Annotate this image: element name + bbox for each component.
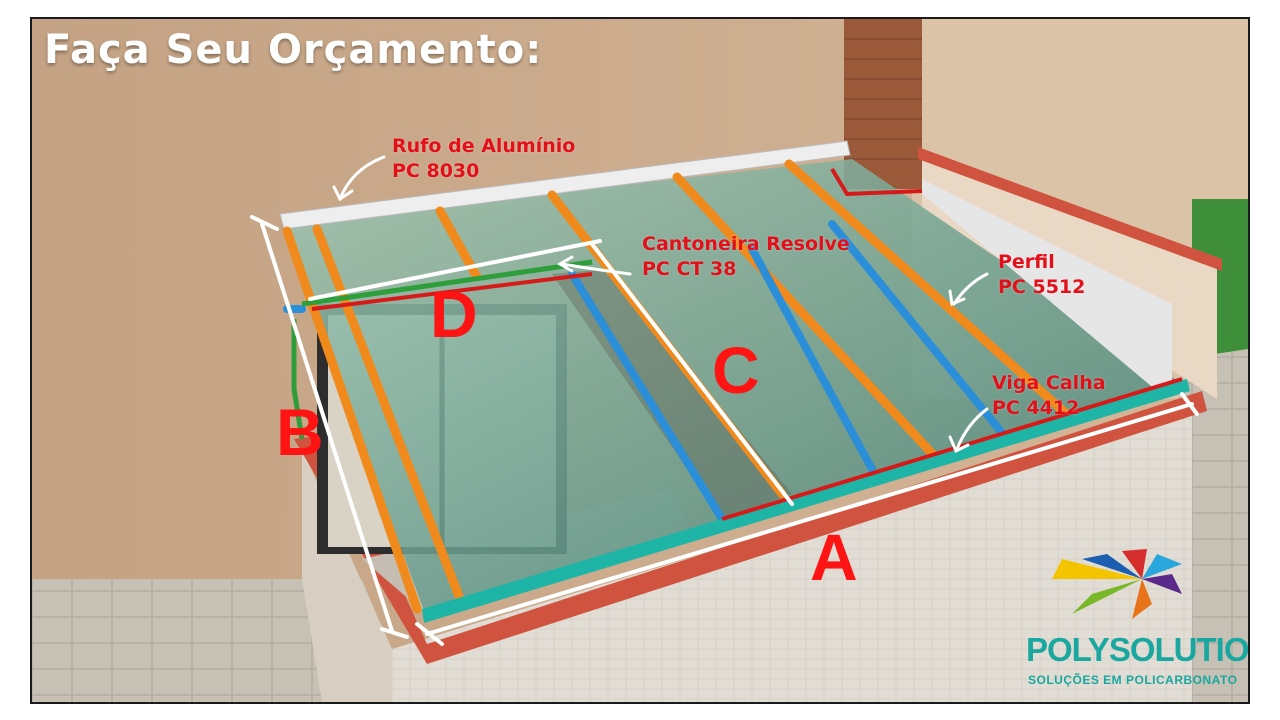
right-coping	[918, 147, 1222, 271]
dimension-c: C	[712, 333, 760, 407]
measure-lines	[250, 215, 1199, 646]
callout-arrows	[332, 155, 989, 454]
brand-logo-tagline: SOLUÇÕES EM POLICARBONATO	[1028, 673, 1238, 687]
dimension-d: D	[430, 277, 478, 351]
callout-perfil-name: Perfil	[998, 251, 1055, 273]
callout-cantoneira-name: Cantoneira Resolve	[642, 233, 850, 255]
green-frame	[291, 259, 593, 440]
callout-rufo: Rufo de Alumínio PC 8030	[392, 134, 575, 184]
logo-fan-icon	[1052, 549, 1182, 619]
dimension-a: A	[810, 520, 858, 594]
teal-gutter	[422, 379, 1190, 623]
brand-logo-name: POLYSOLUTION	[1026, 631, 1250, 668]
chimney	[844, 19, 922, 189]
callout-viga: Viga Calha PC 4412	[992, 371, 1106, 421]
callout-cantoneira-code: PC CT 38	[642, 258, 737, 280]
roof-opening	[552, 269, 792, 519]
callout-rufo-name: Rufo de Alumínio	[392, 135, 576, 157]
red-lines	[311, 167, 1183, 521]
callout-perfil-code: PC 5512	[998, 276, 1086, 298]
callout-perfil: Perfil PC 5512	[998, 250, 1085, 300]
rufo-flashing	[279, 140, 851, 230]
callout-cantoneira: Cantoneira Resolve PC CT 38	[642, 232, 850, 282]
scene-frame: Faça Seu Orçamento: Rufo de Alumínio PC …	[30, 17, 1250, 704]
callout-rufo-code: PC 8030	[392, 160, 480, 182]
roof-illustration	[32, 19, 1248, 702]
callout-viga-name: Viga Calha	[992, 372, 1106, 394]
page-title: Faça Seu Orçamento:	[44, 27, 543, 73]
right-flashing	[922, 179, 1172, 394]
dimension-b: B	[276, 395, 324, 469]
callout-viga-code: PC 4412	[992, 397, 1080, 419]
